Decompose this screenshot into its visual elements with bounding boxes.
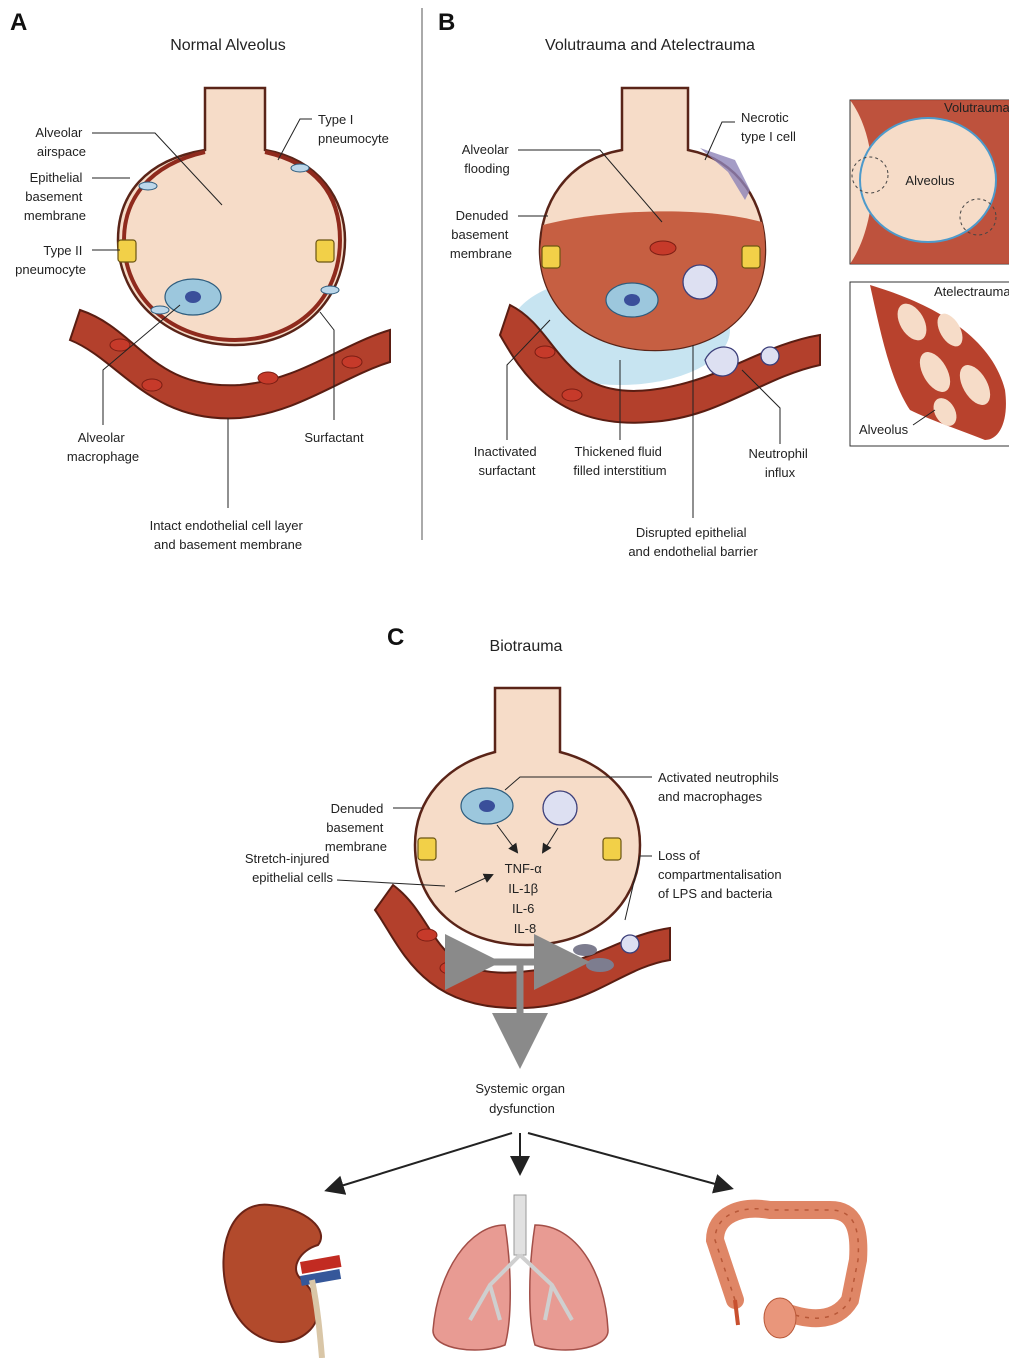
bacteria <box>573 944 597 956</box>
macrophage-nucleus <box>185 291 201 303</box>
volutrauma-title: Volutrauma <box>944 100 1009 115</box>
label-denuded-basement-membrane: Denuded basement membrane <box>325 801 387 854</box>
label-neutrophil-influx: Neutrophil influx <box>749 446 812 480</box>
label-necrotic-type-i-cell: Necrotic type I cell <box>741 110 796 144</box>
red-blood-cell <box>535 346 555 358</box>
label-inactivated-surfactant: Inactivated surfactant <box>474 444 541 478</box>
atelectrauma-inset: Atelectrauma Alveolus <box>850 282 1009 446</box>
type-ii-pneumocyte <box>742 246 760 268</box>
neutrophil <box>761 347 779 365</box>
kidney-icon <box>223 1205 341 1358</box>
type-i-pneumocyte <box>291 164 309 172</box>
type-ii-pneumocyte <box>603 838 621 860</box>
panel-b: B Volutrauma and Atelectrauma Alveolar f… <box>438 9 1009 559</box>
neutrophil <box>621 935 639 953</box>
panel-c-title: Biotrauma <box>490 638 563 655</box>
red-blood-cell <box>650 241 676 255</box>
bacteria <box>586 958 614 972</box>
type-i-pneumocyte <box>321 286 339 294</box>
label-alveolar-macrophage: Alveolar macrophage <box>67 430 139 464</box>
label-denuded-basement-membrane: Denuded basement membrane <box>450 208 512 261</box>
type-i-pneumocyte <box>151 306 169 314</box>
panel-b-title: Volutrauma and Atelectrauma <box>545 37 755 54</box>
lungs-icon <box>433 1195 608 1350</box>
label-loss-of-compartmentalisation: Loss of compartmentalisation of LPS and … <box>658 848 785 901</box>
type-ii-pneumocyte <box>418 838 436 860</box>
label-type-ii-pneumocyte: Type II pneumocyte <box>15 243 86 277</box>
volutrauma-alveolus-label: Alveolus <box>905 173 955 188</box>
red-blood-cell <box>417 929 437 941</box>
label-epithelial-basement-membrane: Epithelial basement membrane <box>24 170 86 223</box>
panel-c: C Biotrauma TNF-α IL-1β IL-6 IL-8 <box>223 624 858 1358</box>
panel-b-letter: B <box>438 9 455 36</box>
panel-a: A Normal Alveolus Alveolar airspace <box>10 9 390 552</box>
red-blood-cell <box>258 372 278 384</box>
atelectrauma-alveolus-label: Alveolus <box>859 422 909 437</box>
panel-c-letter: C <box>387 624 404 651</box>
type-ii-pneumocyte <box>542 246 560 268</box>
label-alveolar-flooding: Alveolar flooding <box>462 142 513 176</box>
label-activated-neutrophils: Activated neutrophils and macrophages <box>658 770 782 804</box>
label-type-i-pneumocyte: Type I pneumocyte <box>318 112 389 146</box>
label-thickened-interstitium: Thickened fluid filled interstitium <box>573 444 666 478</box>
neutrophil <box>543 791 577 825</box>
label-stretch-injured-cells: Stretch-injured epithelial cells <box>245 851 334 885</box>
label-surfactant: Surfactant <box>304 430 364 445</box>
red-blood-cell <box>562 389 582 401</box>
type-i-pneumocyte <box>139 182 157 190</box>
type-ii-pneumocyte <box>316 240 334 262</box>
atelectrauma-title: Atelectrauma <box>934 284 1009 299</box>
red-blood-cell <box>142 379 162 391</box>
volutrauma-inset: Volutrauma Alveolus <box>850 100 1009 264</box>
intestine-icon <box>715 1209 858 1338</box>
neutrophil <box>683 265 717 299</box>
red-blood-cell <box>342 356 362 368</box>
label-intact-endothelial: Intact endothelial cell layer and baseme… <box>150 518 307 552</box>
label-systemic-organ-dysfunction: Systemic organ dysfunction <box>475 1081 568 1116</box>
label-alveolar-airspace: Alveolar airspace <box>35 125 86 159</box>
panel-a-title: Normal Alveolus <box>170 37 286 54</box>
label-disrupted-barrier: Disrupted epithelial and endothelial bar… <box>628 525 758 559</box>
red-blood-cell <box>440 962 460 974</box>
type-ii-pneumocyte <box>118 240 136 262</box>
panel-a-letter: A <box>10 9 27 36</box>
